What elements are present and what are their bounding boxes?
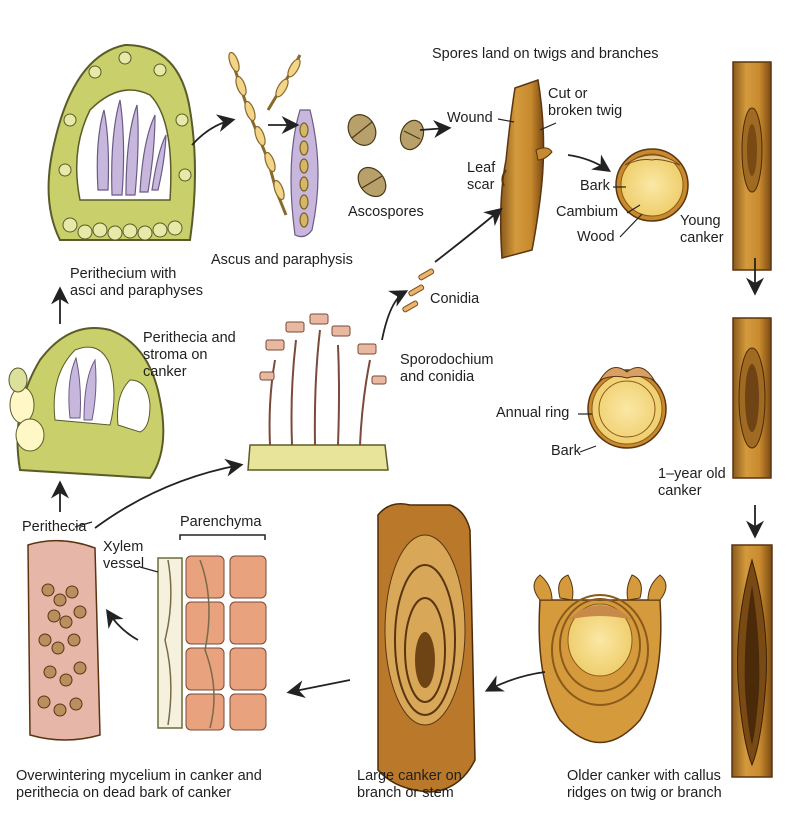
arrow-cells-to-bark <box>108 612 138 640</box>
label-ascus-paraphysis: Ascus and paraphysis <box>211 252 353 269</box>
label-wood: Wood <box>577 229 615 246</box>
arrow-conidia-to-twig <box>435 210 500 262</box>
one-year-cross-section <box>588 368 666 449</box>
label-young-canker: Young canker <box>680 213 724 247</box>
older-canker-stem <box>732 545 772 777</box>
young-canker-stem <box>733 62 771 270</box>
label-perithecium-asci: Perithecium with asci and paraphyses <box>70 266 203 300</box>
label-one-year-canker: 1–year old canker <box>658 466 726 500</box>
ascus-and-paraphysis <box>227 51 318 236</box>
older-canker-cross-section <box>534 575 666 743</box>
label-xylem-vessel: Xylem vessel <box>103 539 144 573</box>
ascospores <box>343 110 428 202</box>
label-ascospores: Ascospores <box>348 204 424 221</box>
label-overwintering: Overwintering mycelium in canker and per… <box>16 768 262 802</box>
label-leaf-scar: Leaf scar <box>467 160 495 194</box>
label-parenchyma: Parenchyma <box>180 514 261 531</box>
label-conidia: Conidia <box>430 291 479 308</box>
label-older-canker: Older canker with callus ridges on twig … <box>567 768 722 802</box>
perithecia-and-stroma <box>9 328 163 478</box>
xylem-parenchyma-cells <box>158 535 266 730</box>
label-wound: Wound <box>447 110 493 127</box>
sporodochium <box>248 314 388 470</box>
label-cut-twig: Cut or broken twig <box>548 86 622 120</box>
arrow-older-to-large <box>488 672 545 690</box>
label-spores-land: Spores land on twigs and branches <box>432 46 659 63</box>
label-cambium: Cambium <box>556 204 618 221</box>
twig-with-wound <box>501 80 552 258</box>
large-canker-branch <box>378 504 475 792</box>
one-year-canker-stem <box>733 318 771 478</box>
arrow-twig-to-section <box>568 155 608 170</box>
arrow-perithecium-to-ascus <box>192 120 232 145</box>
label-annual-ring: Annual ring <box>496 405 569 422</box>
label-bark: Bark <box>580 178 610 195</box>
arrow-sporodochium-to-conidia <box>382 292 405 340</box>
perithecium-with-asci <box>49 45 195 240</box>
label-large-canker: Large canker on branch or stem <box>357 768 462 802</box>
label-perithecia-stroma: Perithecia and stroma on canker <box>143 330 236 381</box>
twig-cross-section <box>616 149 688 221</box>
arrow-large-to-mycelium <box>290 680 350 692</box>
bark-with-perithecia <box>28 541 100 740</box>
label-bark-annual: Bark <box>551 443 581 460</box>
arrow-ascospores-to-twig <box>420 128 448 130</box>
label-perithecia: Perithecia <box>22 519 86 536</box>
label-sporodochium: Sporodochium and conidia <box>400 352 494 386</box>
